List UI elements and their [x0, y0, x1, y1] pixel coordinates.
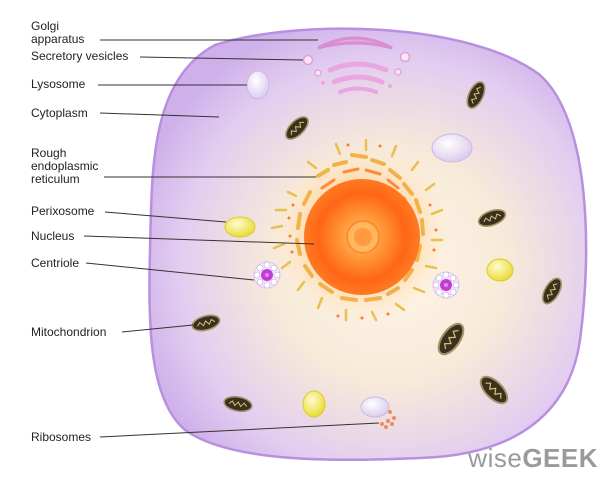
peroxisome [486, 258, 514, 282]
watermark-regular: wise [468, 443, 523, 473]
label-centriole: Centriole [31, 256, 80, 270]
golgi-apparatus [317, 36, 393, 94]
label-ribosomes: Ribosomes [31, 430, 92, 444]
centriole [253, 261, 281, 289]
label-golgi-line2: apparatus [31, 32, 85, 46]
centriole [432, 271, 460, 299]
label-secretory-vesicles: Secretory vesicles [31, 49, 129, 63]
peroxisome [224, 216, 256, 238]
label-rough-er-line1: Rough [31, 146, 67, 160]
secretory-vesicles [302, 51, 411, 88]
leader-lines [83, 39, 380, 438]
vesicle [431, 133, 473, 163]
watermark-logo: wiseGEEK [468, 443, 598, 474]
label-mitochondrion: Mitochondrion [31, 325, 107, 339]
watermark-bold: GEEK [522, 443, 598, 473]
label-rough-er: Rough endoplasmic reticulum [31, 147, 98, 186]
label-lysosome: Lysosome [31, 77, 86, 91]
label-rough-er-line2: endoplasmic [31, 159, 99, 173]
lysosome [246, 70, 270, 100]
label-nucleus: Nucleus [31, 229, 75, 243]
vesicle [360, 396, 390, 418]
label-cytoplasm: Cytoplasm [31, 106, 88, 120]
label-golgi-apparatus: Golgi apparatus [31, 20, 84, 46]
label-rough-er-line3: reticulum [31, 172, 80, 186]
peroxisome [302, 390, 326, 418]
ribosomes [380, 410, 396, 429]
label-perixosome: Perixosome [31, 204, 95, 218]
label-golgi-line1: Golgi [31, 19, 60, 33]
